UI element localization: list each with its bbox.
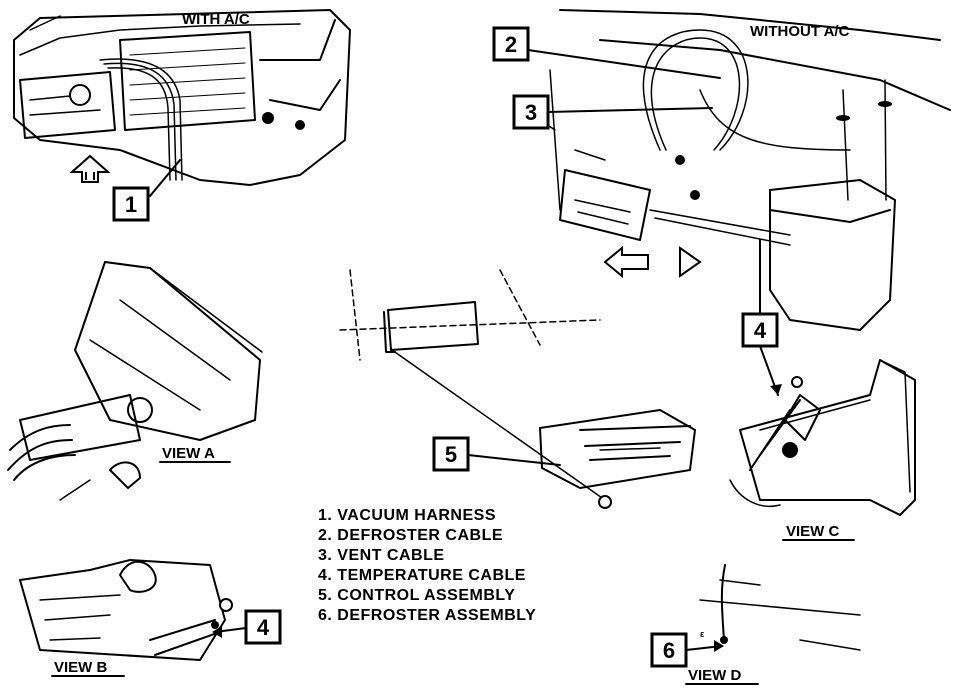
callout-4-lower: 4 xyxy=(212,609,282,645)
parts-legend: 1. VACUUM HARNESS 2. DEFROSTER CABLE 3. … xyxy=(318,507,536,624)
callout-1-number: 1 xyxy=(125,192,137,217)
callout-5: 5 xyxy=(432,436,561,472)
legend-item: 6. DEFROSTER ASSEMBLY xyxy=(318,607,536,624)
callout-6: 6 xyxy=(650,632,724,668)
view-a-drawing: VIEW A xyxy=(7,261,263,501)
callout-4-lower-number: 4 xyxy=(257,615,270,640)
view-b-label: VIEW B xyxy=(54,659,108,676)
callout-2: 2 xyxy=(492,26,721,79)
legend-item: 5. CONTROL ASSEMBLY xyxy=(318,587,515,604)
with-ac-label: WITH A/C xyxy=(182,11,250,28)
callout-1: 1 xyxy=(112,159,181,222)
callout-2-number: 2 xyxy=(505,32,517,57)
view-b-drawing: VIEW B xyxy=(19,559,233,677)
view-c-label: VIEW C xyxy=(786,523,840,540)
direction-arrow-icon xyxy=(69,154,111,183)
callout-4-upper: 4 xyxy=(741,239,782,396)
callout-3: 3 xyxy=(512,94,713,130)
with-ac-drawing: WITH A/C xyxy=(13,9,351,186)
callout-4-upper-number: 4 xyxy=(754,318,767,343)
legend-item: 4. TEMPERATURE CABLE xyxy=(318,567,526,584)
legend-item: 3. VENT CABLE xyxy=(318,547,445,564)
callout-6-number: 6 xyxy=(663,638,675,663)
legend-item: 2. DEFROSTER CABLE xyxy=(318,527,503,544)
control-assembly-drawing xyxy=(339,269,696,509)
clip-icon: ε xyxy=(700,629,705,639)
callout-3-number: 3 xyxy=(525,100,537,125)
callout-5-number: 5 xyxy=(445,442,457,467)
view-d-label: VIEW D xyxy=(688,667,742,684)
view-d-drawing: ε VIEW D xyxy=(685,564,861,685)
without-ac-drawing: WITHOUT A/C xyxy=(539,9,951,331)
without-ac-label: WITHOUT A/C xyxy=(750,23,850,40)
direction-arrow-icon xyxy=(603,245,649,279)
legend-item: 1. VACUUM HARNESS xyxy=(318,507,496,524)
view-c-drawing: VIEW C xyxy=(729,359,916,541)
view-a-label: VIEW A xyxy=(162,445,215,462)
